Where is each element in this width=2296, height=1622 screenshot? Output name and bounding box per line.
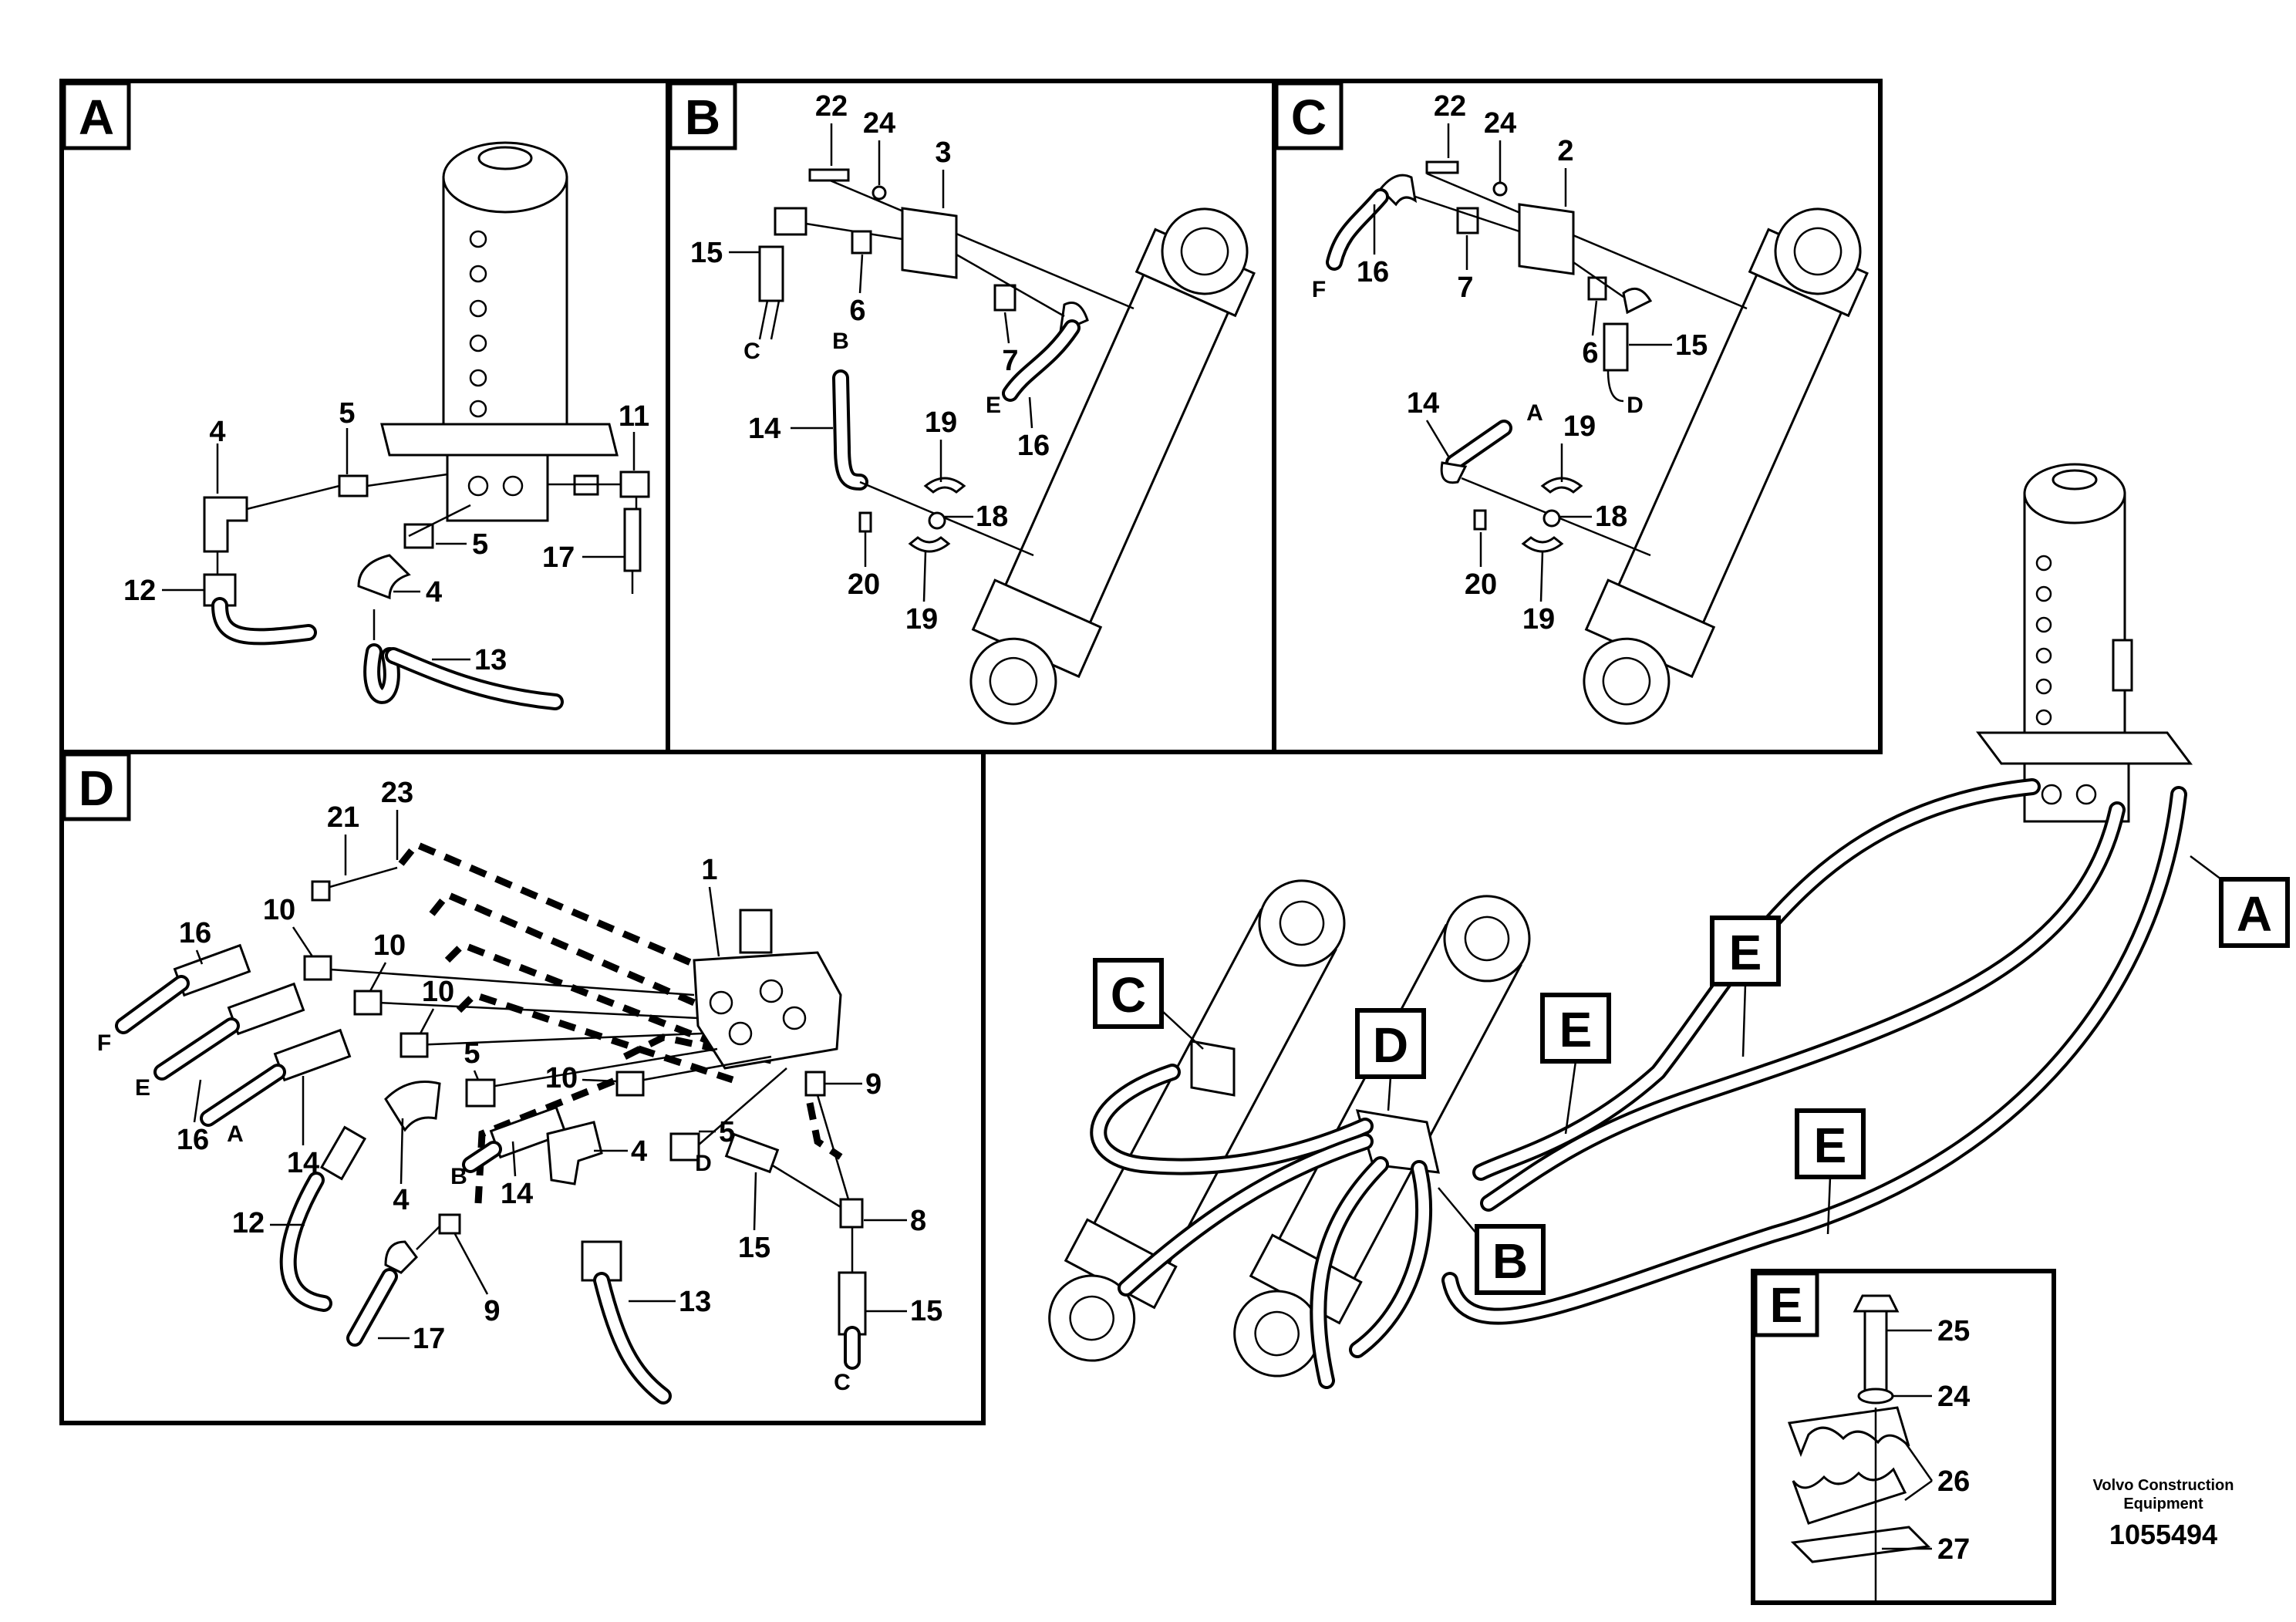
callout-d-21: 21 (327, 801, 359, 834)
callout-c-2: 2 (1557, 135, 1573, 167)
panel-c: C 22 (1272, 79, 1883, 754)
callout-d-1: 1 (701, 854, 717, 886)
callout-d-15b: 15 (910, 1295, 942, 1327)
overview-label-e1: E (1559, 1002, 1593, 1057)
callout-c-18: 18 (1595, 501, 1627, 533)
callout-d-17: 17 (413, 1323, 445, 1355)
callout-c-14: 14 (1407, 387, 1439, 420)
callout-c-19: 19 (1563, 410, 1596, 443)
callout-d-10b: 10 (373, 929, 406, 962)
company-name: Volvo Construction (2093, 1477, 2234, 1494)
callout-b-19: 19 (925, 406, 957, 439)
end-c-d: D (1627, 393, 1644, 418)
overview-label-a: A (2237, 886, 2272, 942)
callout-b-14: 14 (748, 413, 781, 445)
end-b-e: E (986, 393, 1001, 418)
callout-d-15: 15 (738, 1232, 770, 1264)
callout-e-24: 24 (1937, 1381, 1970, 1413)
callout-d-9: 9 (865, 1068, 882, 1101)
panel-c-label: C (1291, 89, 1327, 145)
end-d-a: A (227, 1121, 244, 1147)
end-d-d: D (695, 1151, 712, 1176)
callout-b-16: 16 (1017, 430, 1050, 462)
callout-d-10c: 10 (422, 976, 454, 1008)
callout-a-4: 4 (209, 416, 225, 448)
callout-c-19b: 19 (1522, 603, 1555, 636)
callout-d-4b: 4 (631, 1135, 647, 1168)
callout-d-9b: 9 (484, 1295, 500, 1327)
panel-e-label: E (1770, 1277, 1803, 1333)
callout-a-5b: 5 (472, 528, 488, 561)
callout-b-3: 3 (935, 137, 951, 169)
callout-c-20: 20 (1465, 568, 1497, 601)
callout-b-20: 20 (848, 568, 880, 601)
panel-e: E 25 24 26 27 (1751, 1269, 2056, 1605)
callout-b-6: 6 (849, 295, 865, 327)
callout-a-17: 17 (542, 541, 575, 574)
end-d-b: B (450, 1164, 467, 1189)
callout-b-22: 22 (815, 90, 848, 123)
overview-assembly: C D E E E A B (1048, 463, 2290, 1389)
panel-a-label: A (79, 89, 114, 145)
callout-b-19b: 19 (905, 603, 938, 636)
callout-b-24: 24 (863, 107, 895, 140)
callout-a-5: 5 (339, 397, 355, 430)
callout-d-16b: 16 (177, 1124, 209, 1156)
callout-d-16: 16 (179, 917, 211, 949)
end-b-c: C (743, 339, 760, 364)
callout-d-10a: 10 (263, 894, 295, 926)
end-b-b: B (832, 329, 849, 354)
callout-d-14b: 14 (501, 1178, 533, 1210)
overview-label-c: C (1111, 967, 1146, 1023)
overview-label-d: D (1373, 1017, 1408, 1073)
callout-a-12: 12 (123, 575, 156, 607)
callout-c-6: 6 (1582, 337, 1598, 369)
panel-b-label: B (685, 89, 720, 145)
end-d-f: F (97, 1030, 111, 1056)
callout-b-18: 18 (976, 501, 1008, 533)
callout-b-7: 7 (1002, 345, 1018, 377)
callout-d-23: 23 (381, 777, 413, 809)
footer-block: Volvo Construction Equipment 1055494 (2093, 1477, 2234, 1550)
callout-b-15: 15 (690, 237, 723, 269)
end-c-f: F (1312, 277, 1326, 302)
callout-d-10d: 10 (545, 1062, 578, 1094)
overview-label-e2: E (1729, 925, 1762, 980)
drawing-number: 1055494 (2109, 1519, 2217, 1550)
callout-e-25: 25 (1937, 1315, 1970, 1347)
panel-b: B (666, 79, 1276, 754)
callout-d-13: 13 (679, 1286, 711, 1318)
overview-label-e3: E (1814, 1118, 1847, 1173)
callout-c-24: 24 (1484, 107, 1516, 140)
overview-label-b: B (1492, 1233, 1528, 1289)
callout-c-16: 16 (1357, 256, 1389, 288)
callout-d-8: 8 (910, 1205, 926, 1237)
callout-a-13: 13 (474, 644, 507, 676)
company-name-line2: Equipment (2123, 1496, 2203, 1512)
end-c-a: A (1526, 400, 1543, 426)
callout-d-5b: 5 (719, 1116, 735, 1148)
callout-c-7: 7 (1457, 271, 1473, 304)
panel-d: D (59, 750, 986, 1425)
panel-a: A (59, 79, 670, 754)
callout-c-22: 22 (1434, 90, 1466, 123)
callout-d-14: 14 (287, 1147, 319, 1179)
callout-d-5: 5 (464, 1037, 480, 1070)
end-d-e: E (135, 1075, 150, 1101)
callout-c-15: 15 (1675, 329, 1708, 362)
panel-d-label: D (79, 760, 114, 816)
end-d-c: C (834, 1370, 851, 1395)
callout-e-27: 27 (1937, 1533, 1970, 1566)
callout-d-12: 12 (232, 1207, 265, 1239)
callout-a-11: 11 (619, 400, 649, 433)
callout-d-4: 4 (393, 1184, 409, 1216)
callout-a-4b: 4 (426, 576, 442, 609)
callout-e-26: 26 (1937, 1465, 1970, 1498)
